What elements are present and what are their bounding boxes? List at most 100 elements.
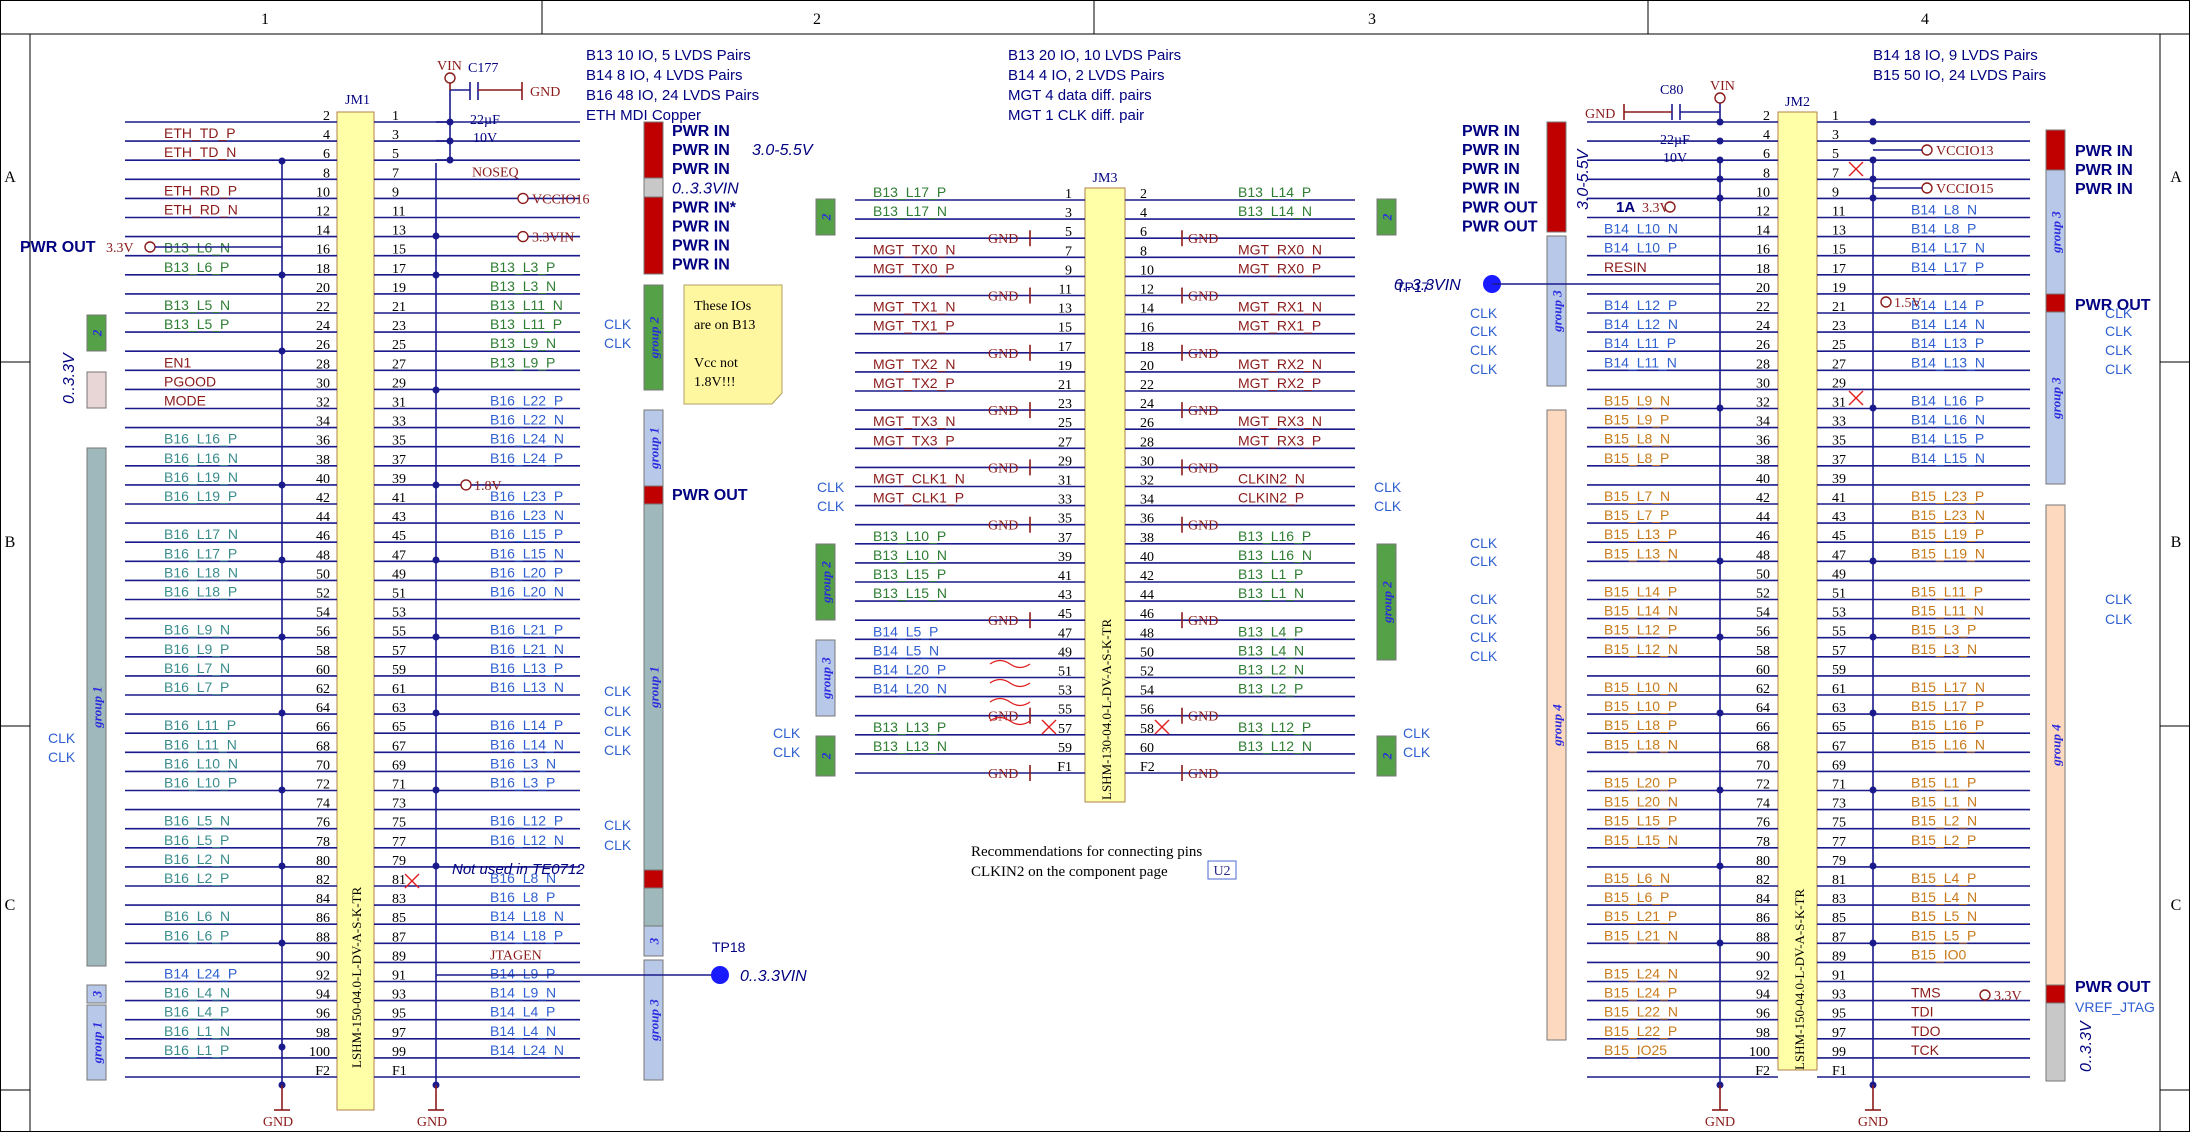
jm2-vccio15: VCCIO15 bbox=[1936, 182, 1994, 197]
frame-row-letter: C bbox=[5, 897, 16, 914]
jm1-net-left: B16_L16_N bbox=[164, 450, 238, 466]
clk-label: CLK bbox=[1470, 648, 1498, 664]
jm1-pin-even: 90 bbox=[316, 949, 330, 964]
group-box-group2-label: group 2 bbox=[647, 316, 662, 359]
jm2-net-right: TDO bbox=[1911, 1023, 1941, 1039]
vin-port bbox=[1714, 92, 1726, 104]
frame-row-letter: C bbox=[2171, 897, 2182, 914]
jm1-pin-even: 62 bbox=[316, 682, 330, 697]
jm1-net-right: B13_L11_N bbox=[490, 297, 563, 313]
junction-dot bbox=[278, 633, 286, 641]
clk-label: CLK bbox=[1374, 479, 1402, 495]
jm1-pin-even: 56 bbox=[316, 625, 330, 640]
jm3-ref: JM3 bbox=[1093, 171, 1118, 186]
jm1-vccio16: VCCIO16 bbox=[532, 192, 590, 207]
jm2-net-right: TCK bbox=[1911, 1042, 1940, 1058]
jm2-pin-odd: 73 bbox=[1832, 797, 1846, 812]
jm3-pin-a: 37 bbox=[1058, 531, 1072, 546]
jm2-pin-even: F2 bbox=[1755, 1064, 1770, 1079]
jm1-net-right: B16_L8_N bbox=[490, 870, 556, 886]
diff-pair-mark bbox=[989, 716, 1031, 726]
jm3-pin-a: 29 bbox=[1058, 454, 1072, 469]
jm1-pin-odd: 45 bbox=[392, 529, 406, 544]
jm1-net-left: B16_L2_P bbox=[164, 870, 229, 886]
jm2-pin-odd: 3 bbox=[1832, 128, 1839, 143]
one-a-label: 1A bbox=[1616, 199, 1635, 216]
jm1-pin-odd: 51 bbox=[392, 587, 406, 602]
jm2-pin-even: 86 bbox=[1756, 911, 1770, 926]
jm2-pin-odd: 35 bbox=[1832, 434, 1846, 449]
pwr-label: PWR IN bbox=[1462, 123, 1520, 140]
jm3-pin-b: 48 bbox=[1140, 626, 1154, 641]
jm1-pin-even: 34 bbox=[316, 415, 330, 430]
jm2-1v5: 1.5V bbox=[1894, 296, 1922, 311]
jm2-pin-odd: 95 bbox=[1832, 1007, 1846, 1022]
group-box-group3 bbox=[815, 639, 836, 717]
group-box-pink bbox=[86, 371, 107, 409]
gnd-label: GND bbox=[417, 1115, 447, 1130]
jm1-net-right: B16_L20_P bbox=[490, 564, 563, 580]
jm1-net-right: B14_L18_P bbox=[490, 927, 563, 943]
jm2-net-right: B15_L17_N bbox=[1911, 679, 1985, 695]
jm2-pin-even: 50 bbox=[1756, 567, 1770, 582]
1v5-port bbox=[1880, 296, 1892, 308]
clk-label: CLK bbox=[773, 744, 801, 760]
vin-label: VIN bbox=[437, 59, 462, 74]
jm2-pin-odd: 55 bbox=[1832, 625, 1846, 640]
sticky-line: These IOs bbox=[694, 299, 751, 314]
jm3-net-left: MGT_CLK1_P bbox=[873, 490, 964, 506]
jm1-1v8: 1.8V bbox=[474, 479, 502, 494]
jm2-pin-odd: 15 bbox=[1832, 243, 1846, 258]
jm1-net-right: B13_L9_N bbox=[490, 335, 556, 351]
clk-label: CLK bbox=[2105, 361, 2133, 377]
pwr-in-label: PWR IN* bbox=[672, 199, 737, 216]
jm2-pin-even: 22 bbox=[1756, 300, 1770, 315]
jm1-pin-odd: 67 bbox=[392, 739, 406, 754]
jm2-net-right: B15_L3_P bbox=[1911, 622, 1976, 638]
jm2-net-left: B15_L24_N bbox=[1604, 966, 1678, 982]
jm2-pin-even: 64 bbox=[1756, 701, 1770, 716]
jm1-net-left: B16_L19_P bbox=[164, 488, 237, 504]
group-box-gray bbox=[643, 887, 664, 927]
vref-label: VREF_JTAG bbox=[2075, 999, 2155, 1015]
group-box-group2-label: group 2 bbox=[819, 561, 834, 604]
jm3-net-left: MGT_TX1_N bbox=[873, 299, 955, 315]
pwr-out-label: PWR OUT bbox=[20, 239, 96, 256]
jm2-pin-odd: 43 bbox=[1832, 510, 1846, 525]
junction-dot bbox=[432, 862, 440, 870]
jm1-net-left: B16_L9_P bbox=[164, 641, 229, 657]
jm3-net-right: CLKIN2_P bbox=[1238, 490, 1304, 506]
junction-dot bbox=[432, 556, 440, 564]
c80-ref: C80 bbox=[1660, 83, 1683, 98]
clk-label: CLK bbox=[2105, 611, 2133, 627]
jm2-net-right: TMS bbox=[1911, 985, 1941, 1001]
clk-label: CLK bbox=[2105, 323, 2133, 339]
jm3-pin-a: 23 bbox=[1058, 397, 1072, 412]
jm3-info: B14 4 IO, 2 LVDS Pairs bbox=[1008, 67, 1164, 84]
jm2-pin-odd: 61 bbox=[1832, 682, 1846, 697]
jm2-net-left: B15_L20_N bbox=[1604, 794, 1678, 810]
jm3-pin-b: 4 bbox=[1140, 206, 1147, 221]
v033-label: 0..3.3V bbox=[61, 352, 78, 404]
jm1-net-left: B16_L7_N bbox=[164, 660, 230, 676]
jm2-net-right: B14_L16_N bbox=[1911, 412, 1985, 428]
frame-col-number: 1 bbox=[261, 11, 269, 28]
jm1-net-left: B16_L19_N bbox=[164, 469, 238, 485]
c80-voltage: 10V bbox=[1663, 151, 1687, 166]
clk-label: CLK bbox=[604, 703, 632, 719]
junction-dot bbox=[432, 386, 440, 394]
jm3-net-right: B13_L4_N bbox=[1238, 642, 1304, 658]
jm2-pin-even: 66 bbox=[1756, 720, 1770, 735]
jm1-pin-odd: 41 bbox=[392, 491, 406, 506]
jm2-pin-odd: 59 bbox=[1832, 663, 1846, 678]
jm3-net-left: MGT_CLK1_N bbox=[873, 471, 965, 487]
jm1-net-right: B16_L12_N bbox=[490, 832, 564, 848]
jm2-pin-odd: 11 bbox=[1832, 205, 1845, 220]
jm1-pin-even: 68 bbox=[316, 739, 330, 754]
jm1-net-right: B16_L23_P bbox=[490, 488, 563, 504]
junction-dot bbox=[432, 271, 440, 279]
pwr-out-bar bbox=[2045, 293, 2066, 313]
jm3-net-left: B13_L15_P bbox=[873, 566, 946, 582]
jm3-net-left: MGT_TX0_N bbox=[873, 241, 955, 257]
jm1-pin-odd: 63 bbox=[392, 701, 406, 716]
